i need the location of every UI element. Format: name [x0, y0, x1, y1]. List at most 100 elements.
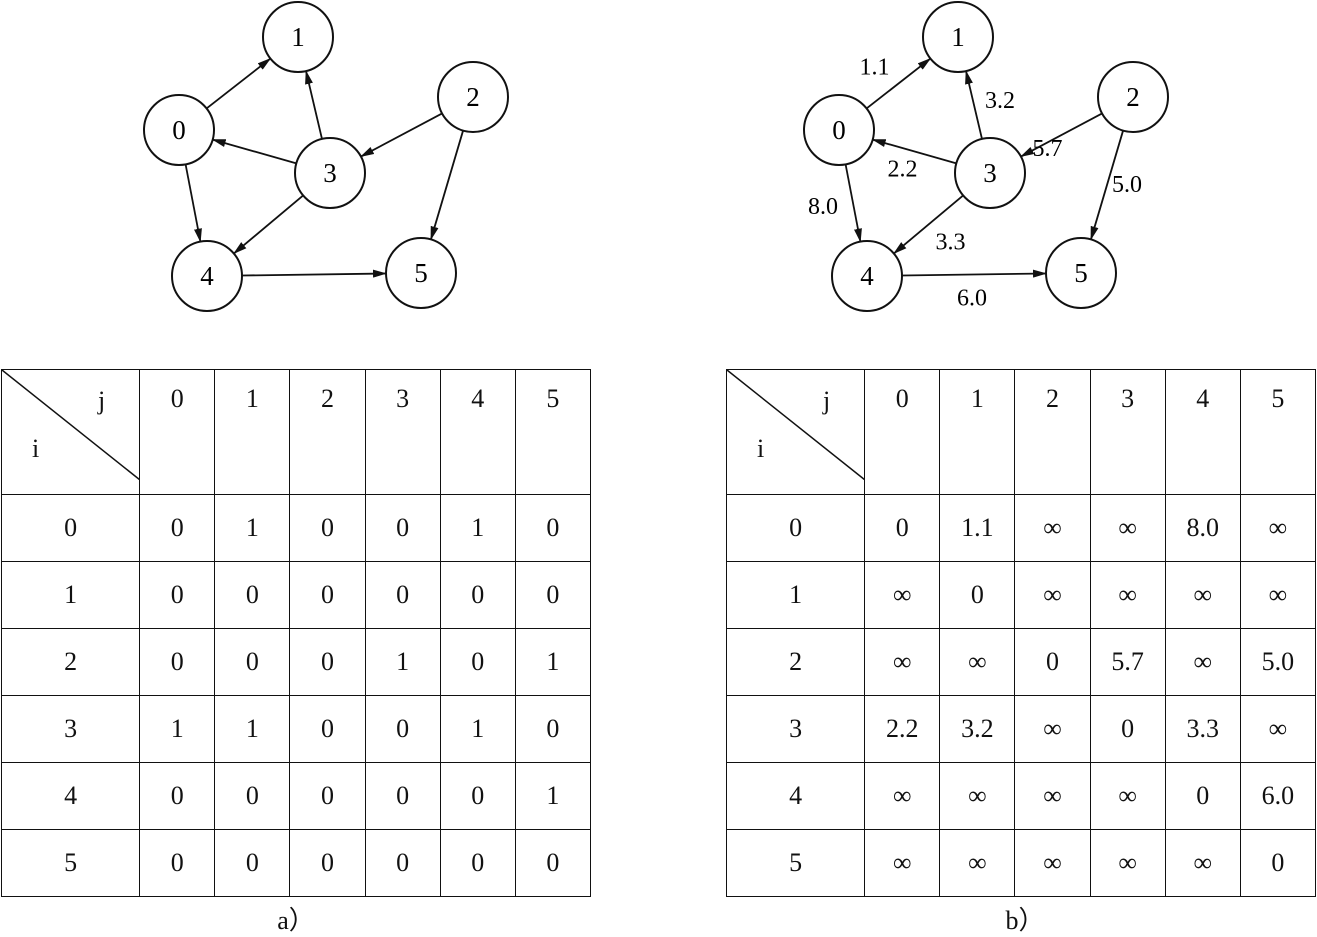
matrix-b-cell: 0 [1164, 762, 1241, 830]
matrix-b-cell: ∞ [1014, 829, 1091, 897]
graph-a-node-5 [385, 237, 457, 309]
matrix-a-cell: 0 [289, 695, 366, 763]
matrix-a-row-header: 2 [0, 628, 141, 696]
graph-b-edge-4-5 [901, 269, 1048, 278]
matrix-a-col-header: 4 [439, 369, 516, 495]
graph-b-edge-weight-0-4: 8.0 [808, 194, 838, 220]
matrix-b-cell: ∞ [864, 829, 941, 897]
matrix-b-row-header: 5 [725, 829, 866, 897]
matrix-b-cell: ∞ [1014, 494, 1091, 562]
graph-b-edge-weight-4-5: 6.0 [957, 286, 987, 312]
matrix-a-cell: 1 [514, 762, 592, 830]
matrix-a-col-header: 3 [364, 369, 441, 495]
graph-b-node-label-2: 2 [1126, 82, 1140, 112]
graph-b-edge-2-5 [1090, 130, 1124, 241]
matrix-a-cell: 1 [139, 695, 216, 763]
matrix-b-cell: 0 [1089, 695, 1166, 763]
matrix-b-cell: ∞ [1014, 695, 1091, 763]
graph-b-node-3 [954, 137, 1026, 209]
matrix-b-cell: ∞ [1089, 829, 1166, 897]
matrix-b-cell: 0 [864, 494, 941, 562]
graph-a-edge-3-0 [211, 138, 297, 165]
matrix-a-cell: 0 [364, 829, 441, 897]
matrix-a-cell: 0 [514, 561, 592, 629]
graph-b-node-0 [803, 94, 875, 166]
matrix-a-cell: 0 [289, 628, 366, 696]
matrix-b-cell: 6.0 [1239, 762, 1317, 830]
matrix-b-row-header: 0 [725, 494, 866, 562]
matrix-a-cell: 0 [364, 762, 441, 830]
matrix-a-cell: 1 [439, 695, 516, 763]
matrix-b-cell: ∞ [939, 628, 1016, 696]
matrix-a-cell: 0 [289, 494, 366, 562]
matrix-a-row-symbol: i [32, 434, 40, 463]
matrix-a-cell: 0 [214, 628, 291, 696]
graph-a-edge-2-3 [360, 112, 443, 158]
graph-a-edge-2-5 [430, 130, 464, 241]
matrix-b-cell: 0 [939, 561, 1016, 629]
matrix-b-cell: 8.0 [1164, 494, 1241, 562]
graph-b-node-label-3: 3 [983, 158, 997, 188]
matrix-a-cell: 0 [139, 829, 216, 897]
matrix-a-cell: 1 [439, 494, 516, 562]
matrix-a-row-header: 4 [0, 762, 141, 830]
matrix-a-cell: 0 [364, 494, 441, 562]
matrix-a-cell: 0 [139, 561, 216, 629]
matrix-b-cell: ∞ [864, 561, 941, 629]
matrix-b-cell: ∞ [1014, 561, 1091, 629]
graph-a-node-3 [294, 137, 366, 209]
matrix-b-table-row: 5∞∞∞∞∞0 [725, 829, 1317, 897]
graph-b-edge-3-0 [871, 138, 957, 165]
graph-b-edge-0-4 [844, 164, 862, 243]
graph-a-edge-4-5 [241, 269, 388, 278]
matrix-a-cell: 0 [139, 494, 216, 562]
graph-b-node-1 [922, 1, 994, 73]
matrix-b-cell: 3.3 [1164, 695, 1241, 763]
matrix-b-cell: 0 [1014, 628, 1091, 696]
matrix-a-col-header: 5 [514, 369, 592, 495]
matrix-b-cell: ∞ [1164, 628, 1241, 696]
matrix-a-cell: 0 [439, 561, 516, 629]
matrix-a-cell: 0 [364, 561, 441, 629]
matrix-b-cell: 2.2 [864, 695, 941, 763]
matrix-a-cell: 0 [289, 829, 366, 897]
matrix-a-cell: 0 [439, 628, 516, 696]
matrix-b-cell: 0 [1239, 829, 1317, 897]
corner-diagonal [2, 370, 140, 480]
matrix-a-row-header: 5 [0, 829, 141, 897]
matrix-b-cell: ∞ [1239, 494, 1317, 562]
matrix-b-cell: ∞ [939, 829, 1016, 897]
graph-a-node-label-4: 4 [200, 261, 214, 291]
matrix-b-col-header: 0 [864, 369, 941, 495]
matrix-b-cell: 5.0 [1239, 628, 1317, 696]
graph-b-edge-weight-2-3: 5.7 [1033, 136, 1063, 162]
matrix-b-cell: ∞ [864, 762, 941, 830]
graph-a-node-label-2: 2 [466, 82, 480, 112]
matrix-a-col-symbol: j [98, 386, 106, 415]
graph-b-node-label-4: 4 [860, 261, 874, 291]
graph-b-edge-3-1 [965, 70, 983, 140]
matrix-b-cell: ∞ [1089, 494, 1166, 562]
matrix-a-row-header: 3 [0, 695, 141, 763]
matrix-b-cell: 3.2 [939, 695, 1016, 763]
matrix-b-cell: 1.1 [939, 494, 1016, 562]
matrix-a-cell: 0 [214, 829, 291, 897]
matrix-b-cell: ∞ [1239, 561, 1317, 629]
graph-a-edge-3-4 [233, 194, 304, 255]
matrix-b-cell: ∞ [1239, 695, 1317, 763]
matrix-b-cell: ∞ [1089, 762, 1166, 830]
graph-b-node-2 [1097, 61, 1169, 133]
graph-a-edge-0-1 [206, 57, 272, 110]
graph-a-node-4 [171, 240, 243, 312]
